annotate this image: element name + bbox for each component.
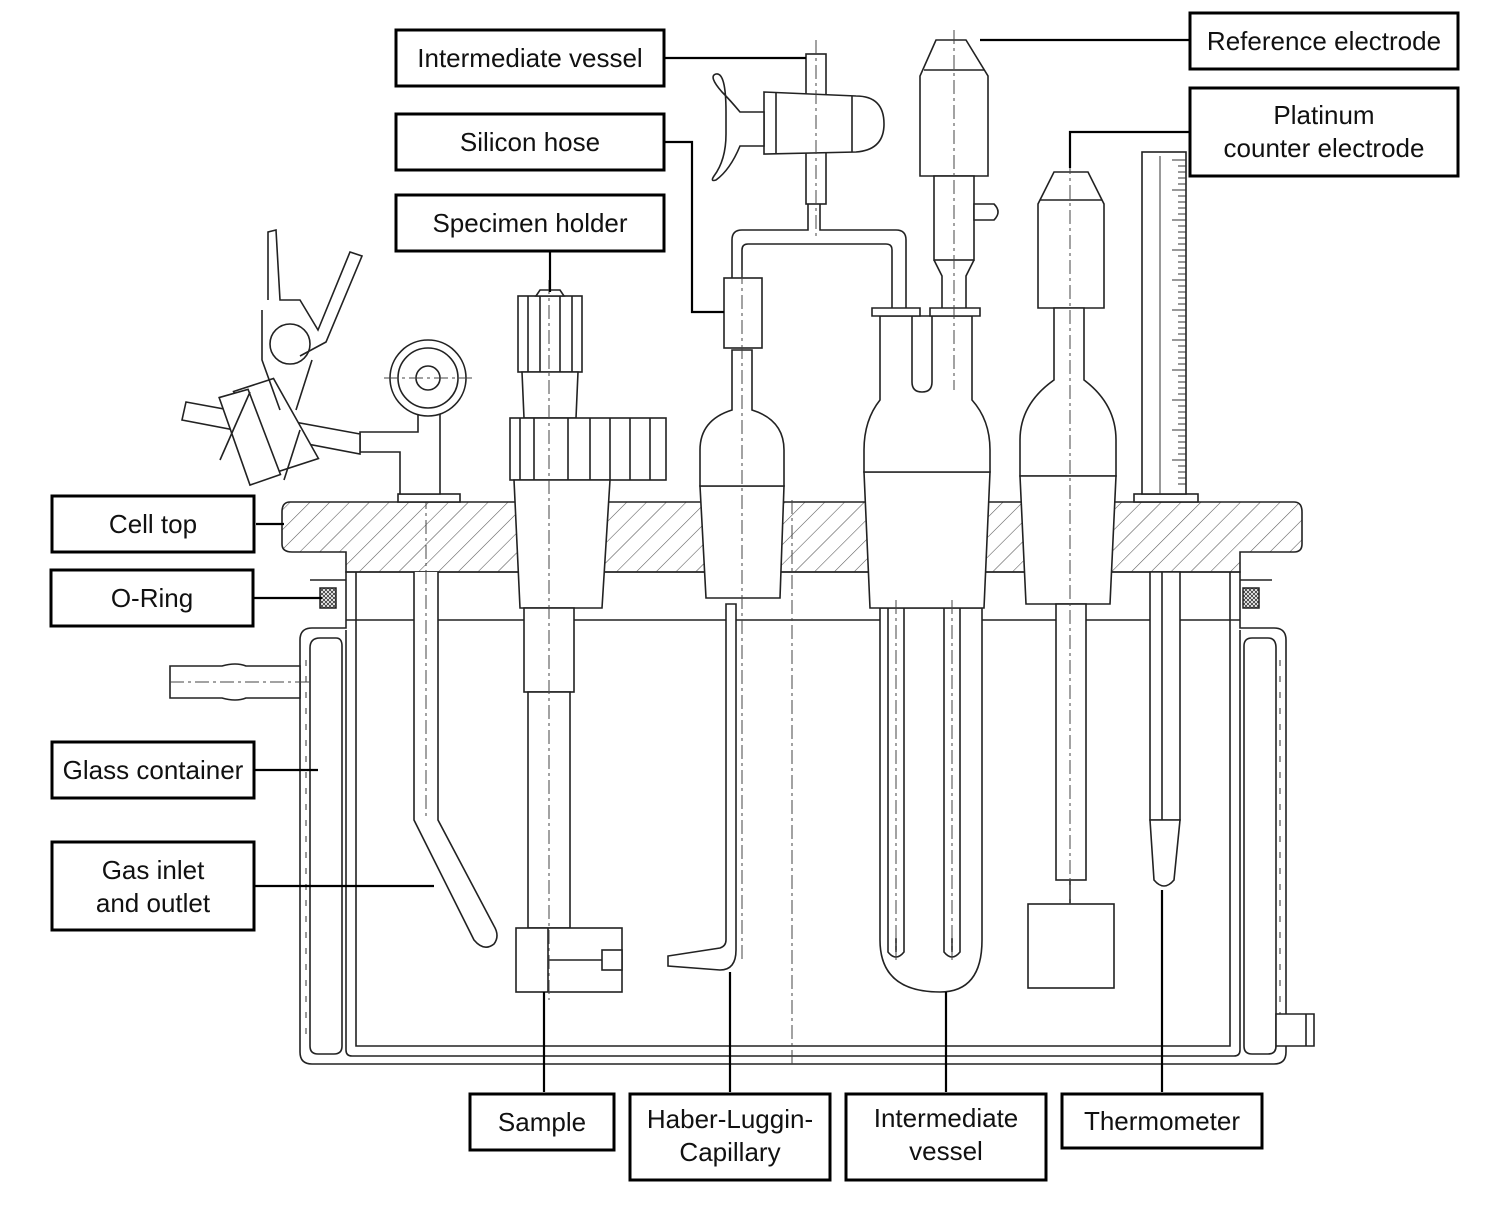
- leader-lines: [254, 38, 1190, 1092]
- label-text-line1: Gas inlet: [102, 855, 205, 885]
- label-text: Reference electrode: [1207, 26, 1441, 56]
- label-text: Intermediate vessel: [417, 43, 642, 73]
- label-text: Specimen holder: [432, 208, 627, 238]
- label-text-line2: vessel: [909, 1136, 983, 1166]
- label-haber-luggin-capillary: Haber-Luggin- Capillary: [628, 1092, 832, 1182]
- label-text: Cell top: [109, 509, 197, 539]
- label-text: Silicon hose: [460, 127, 600, 157]
- label-text-line1: Intermediate: [874, 1103, 1019, 1133]
- label-thermometer: Thermometer: [1060, 1092, 1264, 1150]
- label-text-line2: counter electrode: [1224, 133, 1425, 163]
- label-text: Glass container: [63, 755, 244, 785]
- label-sample: Sample: [468, 1092, 616, 1152]
- label-specimen-holder: Specimen holder: [394, 193, 666, 253]
- specimen-holder-drawing: [509, 280, 667, 1000]
- gas-inlet-drawing: [181, 228, 498, 948]
- thermometer-drawing: [1133, 151, 1199, 887]
- intermediate-vessel-drawing: [863, 30, 999, 993]
- luggin-capillary-drawing: [667, 199, 907, 1064]
- label-text-line1: Haber-Luggin-: [647, 1104, 813, 1134]
- label-text-line1: Platinum: [1273, 100, 1374, 130]
- label-glass-container: Glass container: [50, 740, 256, 800]
- glass-container-drawing: [169, 571, 1315, 1065]
- counter-electrode-drawing: [1019, 160, 1117, 989]
- thermometer-scale: [1159, 156, 1186, 494]
- label-silicon-hose: Silicon hose: [394, 112, 666, 172]
- label-o-ring: O-Ring: [49, 568, 255, 628]
- label-reference-electrode: Reference electrode: [1188, 11, 1460, 71]
- label-text: Sample: [498, 1107, 586, 1137]
- label-cell-top: Cell top: [50, 494, 256, 554]
- label-platinum-counter-electrode: Platinum counter electrode: [1188, 86, 1460, 178]
- label-text: Thermometer: [1084, 1106, 1240, 1136]
- label-intermediate-vessel-bottom: Intermediate vessel: [844, 1092, 1048, 1182]
- label-text-line2: Capillary: [679, 1137, 780, 1167]
- label-intermediate-vessel-top: Intermediate vessel: [394, 28, 666, 88]
- label-text: O-Ring: [111, 583, 193, 613]
- intermediate-stopcock-drawing: [711, 40, 885, 240]
- label-text-line2: and outlet: [96, 888, 211, 918]
- label-gas-inlet-outlet: Gas inlet and outlet: [50, 840, 256, 932]
